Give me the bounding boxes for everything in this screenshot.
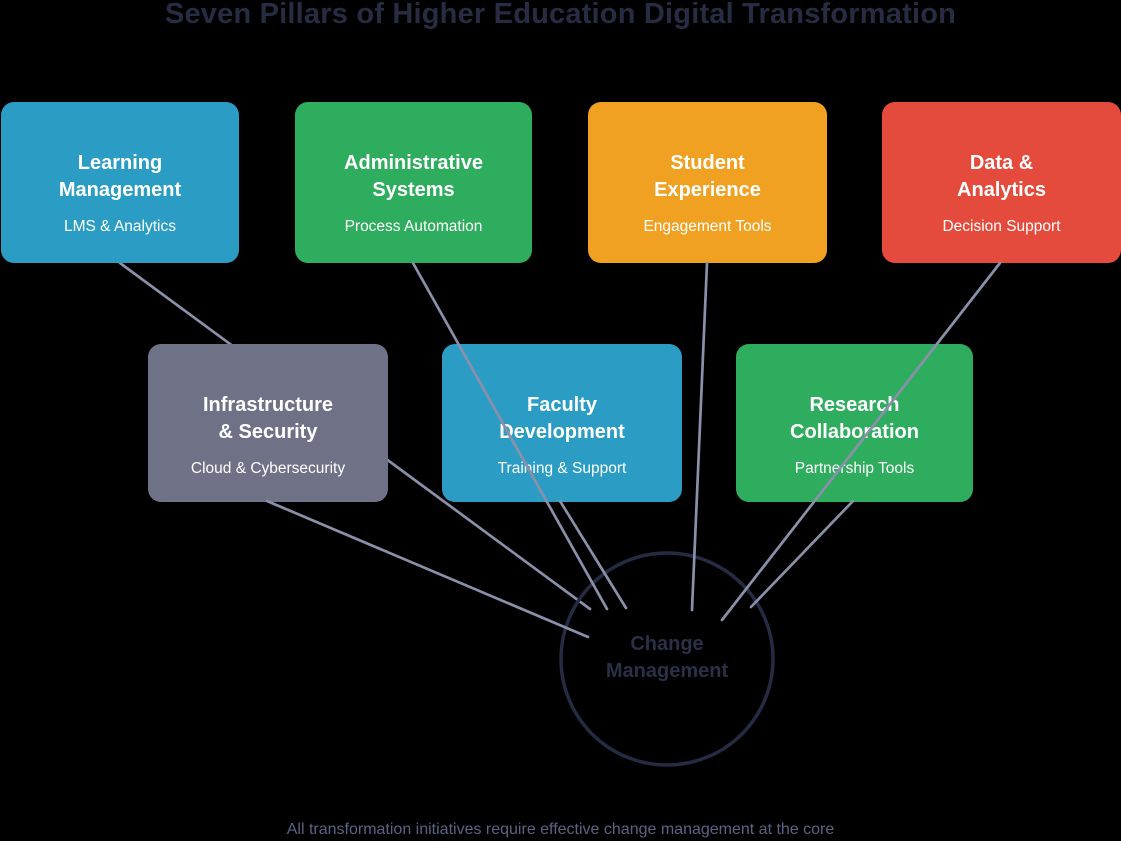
pillar-title-line2: Analytics (957, 179, 1046, 201)
pillar-title: Data & Analytics (882, 150, 1121, 204)
pillar-title-line1: Infrastructure (202, 394, 334, 416)
pillar-title-line2: Management (58, 179, 182, 201)
pillar-title-line1: Learning (77, 152, 163, 174)
connector-research-to-center-line (749, 499, 855, 609)
pillar-administrative-systems: Administrative Systems Process Automatio… (295, 102, 532, 263)
pillar-title: Learning Management (1, 150, 239, 204)
change-management-label-line2: Management (605, 660, 729, 682)
pillar-subtitle: Engagement Tools (643, 218, 772, 235)
pillar-research-collaboration: Research Collaboration Partnership Tools (736, 344, 973, 502)
pillar-title-line2: Experience (654, 179, 761, 201)
pillar-title-line1: Faculty (526, 394, 598, 416)
pillar-learning-management: Learning Management LMS & Analytics (1, 102, 239, 263)
pillar-title: Faculty Development (442, 392, 682, 446)
pillar-title-line1: Student (670, 152, 745, 174)
pillar-infrastructure-security: Infrastructure & Security Cloud & Cybers… (148, 344, 388, 502)
pillar-title-line1: Data & (969, 152, 1034, 174)
pillar-faculty-development: Faculty Development Training & Support (442, 344, 682, 502)
pillar-data-analytics: Data & Analytics Decision Support (882, 102, 1121, 263)
change-management-label: Change Management (567, 631, 767, 685)
change-management-label-line1: Change (630, 633, 704, 655)
pillar-subtitle: Process Automation (344, 218, 483, 235)
pillar-subtitle: Decision Support (942, 218, 1061, 235)
pillar-title-line2: Collaboration (790, 421, 919, 443)
pillar-student-experience: Student Experience Engagement Tools (588, 102, 827, 263)
pillar-subtitle: Partnership Tools (794, 460, 915, 477)
pillar-title: Infrastructure & Security (148, 392, 388, 446)
pillar-title: Student Experience (588, 150, 827, 204)
pillar-title-line1: Administrative (344, 152, 483, 174)
pillar-title: Research Collaboration (736, 392, 973, 446)
pillar-subtitle: Training & Support (497, 460, 627, 477)
connector-faculty-to-center-line (558, 499, 628, 610)
pillar-subtitle: LMS & Analytics (64, 218, 176, 235)
connector-infrastructure-to-center-line (265, 499, 590, 639)
pillar-title: Administrative Systems (295, 150, 532, 204)
connector-student-to-center-line (690, 261, 709, 612)
diagram-caption: All transformation initiatives require e… (286, 821, 835, 838)
diagram-title: Seven Pillars of Higher Education Digita… (164, 0, 957, 30)
pillar-title-line2: Systems (372, 179, 455, 201)
pillar-title-line1: Research (809, 394, 900, 416)
pillar-title-line2: & Security (218, 421, 318, 443)
pillar-subtitle: Cloud & Cybersecurity (190, 460, 346, 477)
pillar-title-line2: Development (499, 421, 625, 443)
